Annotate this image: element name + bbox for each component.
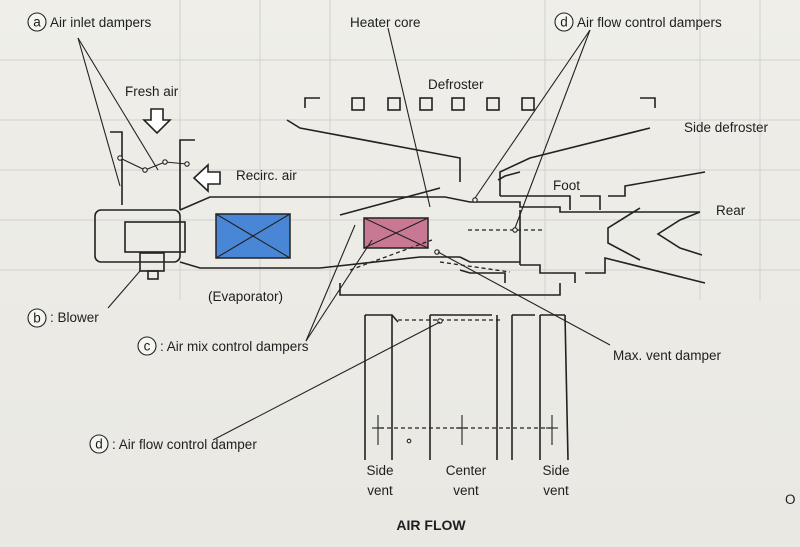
label-air-mix-control-dampers: : Air mix control dampers	[160, 339, 309, 354]
label-side-vent-right-line2: vent	[543, 483, 569, 498]
recirc-air-arrow-icon	[192, 163, 221, 193]
air-inlet-section	[110, 108, 221, 210]
marker-d-bottom: d	[89, 434, 109, 454]
leader-lines	[77, 27, 611, 441]
label-side-vent-left-line2: vent	[367, 483, 393, 498]
damper-pivots	[434, 197, 518, 324]
label-recirc-air: Recirc. air	[236, 168, 297, 183]
label-heater-core: Heater core	[350, 15, 421, 30]
background-table-grid	[0, 0, 800, 300]
marker-b: b	[27, 308, 47, 328]
svg-text:a: a	[33, 15, 41, 30]
label-rear: Rear	[716, 203, 746, 218]
marker-c: c	[137, 336, 157, 356]
blower-housing	[94, 187, 511, 280]
foot-rear-outlets	[459, 171, 706, 284]
defroster-duct	[286, 97, 656, 196]
fresh-air-arrow-icon	[142, 108, 172, 135]
label-center-vent-line1: Center	[446, 463, 487, 478]
page-edge-letter: O	[785, 492, 796, 507]
marker-a: a	[27, 12, 47, 32]
label-center-vent-line2: vent	[453, 483, 479, 498]
label-fresh-air: Fresh air	[125, 84, 179, 99]
vent-ducts	[339, 283, 569, 461]
svg-text:d: d	[560, 15, 568, 30]
label-side-vent-left-line1: Side	[366, 463, 393, 478]
label-foot: Foot	[553, 178, 580, 193]
label-defroster: Defroster	[428, 77, 484, 92]
svg-text:c: c	[144, 339, 151, 354]
svg-text:b: b	[33, 311, 41, 326]
diagram-title: AIR FLOW	[396, 517, 466, 533]
label-air-flow-control-dampers: Air flow control dampers	[577, 15, 722, 30]
label-side-vent-right-line1: Side	[542, 463, 569, 478]
label-air-flow-control-damper: : Air flow control damper	[112, 437, 257, 452]
label-air-inlet-dampers: Air inlet dampers	[50, 15, 152, 30]
marker-d-top: d	[554, 12, 574, 32]
label-max-vent-damper: Max. vent damper	[613, 348, 722, 363]
label-evaporator: (Evaporator)	[208, 289, 283, 304]
svg-text:d: d	[95, 437, 103, 452]
label-side-defroster: Side defroster	[684, 120, 769, 135]
label-blower: : Blower	[50, 310, 99, 325]
